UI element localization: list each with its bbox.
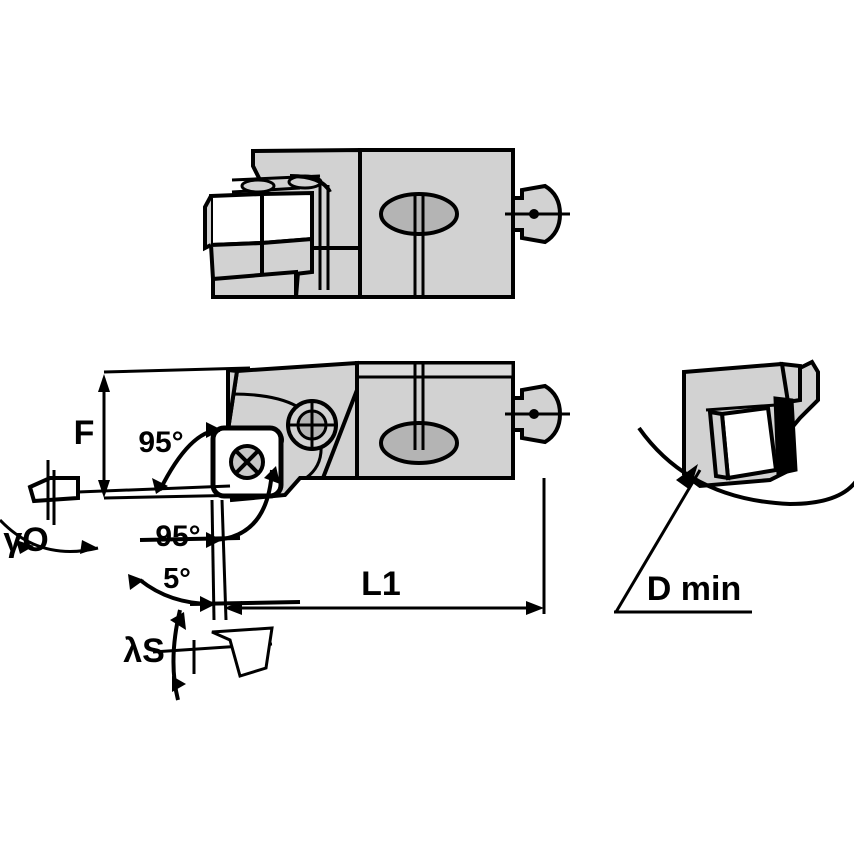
detail-insert-side (707, 409, 731, 481)
top-view-nose-base (211, 269, 298, 299)
l1-dimension: L1 (224, 478, 546, 615)
lambda-s-arrow-a (170, 612, 186, 630)
f-extension-bottom (103, 493, 251, 500)
detail-pocket-shadow (773, 396, 798, 476)
detail-insert (719, 405, 779, 481)
tip-vertical-reference-b (220, 499, 228, 621)
top-view-coolant-bore (379, 192, 459, 236)
tool-tip-angle-geometry (0, 422, 301, 701)
l1-arrow-right (526, 601, 544, 615)
d-min-detail-view: D min (614, 359, 854, 614)
angle-95-side-label: 95° (155, 520, 200, 553)
side-view (210, 360, 570, 503)
d-min-label: D min (647, 570, 741, 608)
lambda-s-tool-profile (211, 626, 274, 678)
d-min-bore-arc (637, 426, 854, 507)
tip-vertical-reference-a (210, 499, 216, 621)
lambda-s-label: λS (123, 632, 165, 670)
gamma-o-arrow-left (16, 540, 34, 554)
side-view-screw-crosshair (286, 399, 338, 451)
top-view-clamp-screw-left (240, 178, 276, 194)
top-view-insert-upper-right (260, 190, 314, 246)
detail-seat-line (705, 402, 791, 412)
angle-95-top-arrow-b (206, 422, 222, 438)
angle-5-label: 5° (163, 563, 191, 595)
f-extension-top (103, 366, 251, 374)
side-view-insert-bore-cross (234, 449, 260, 475)
gamma-o-label: γO (3, 521, 48, 559)
d-min-leader-line (614, 469, 702, 613)
angle-5-arrow-a (128, 574, 144, 590)
f-dimension: F (74, 366, 251, 500)
side-view-top-face-strip (355, 361, 515, 379)
angle-5-baseline (189, 600, 301, 606)
lambda-s-arrow-b (172, 676, 186, 692)
f-arrow-top (98, 374, 110, 392)
top-view-nose-chamfer (203, 195, 213, 252)
top-view-insert-upper (209, 191, 264, 248)
side-view-coolant-bore (379, 421, 459, 465)
top-view-insert-lower-right (260, 236, 314, 281)
gamma-o-arrow-right (80, 540, 98, 554)
side-view-transition-edge (321, 389, 359, 479)
top-view (203, 147, 570, 299)
angle-95-side-arrow-b (264, 466, 280, 484)
f-arrow-bottom (98, 480, 110, 498)
d-min-leader-arrow (676, 464, 698, 490)
side-view-head-bevel (226, 367, 240, 431)
f-dimension-label: F (74, 414, 95, 452)
detail-chamfer-face (779, 361, 802, 405)
angle-95-top-label: 95° (138, 426, 183, 459)
l1-dimension-label: L1 (361, 565, 401, 603)
l1-arrow-left (224, 601, 242, 615)
angle-95-top-arrow-a (152, 478, 168, 494)
